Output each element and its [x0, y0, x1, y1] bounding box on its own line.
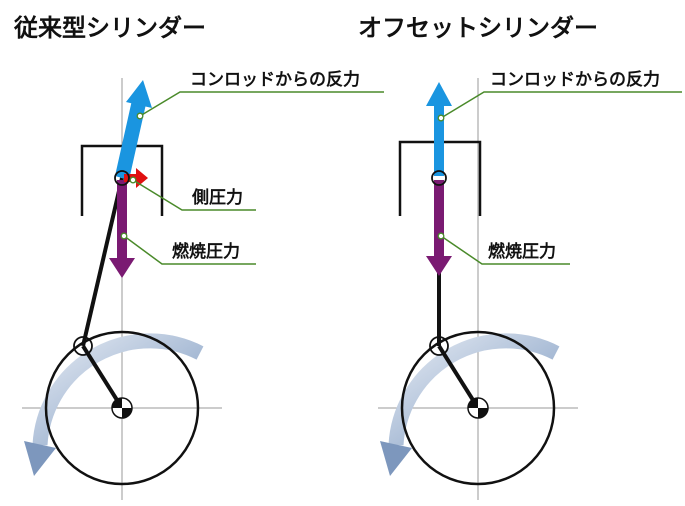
- offset-conrod-reaction-label: コンロッドからの反力: [490, 69, 660, 90]
- connecting-rod: [81, 177, 124, 347]
- conrod-reaction-arrow: [115, 80, 152, 180]
- offset-cylinder-panel: オフセットシリンダー: [358, 14, 682, 500]
- crank-pin: [73, 336, 93, 356]
- conventional-cylinder-panel: 従来型シリンダー: [13, 14, 384, 500]
- side-pressure-label: 側圧力: [191, 187, 243, 208]
- leader-lines: [123, 91, 384, 265]
- conventional-conrod-reaction-label: コンロッドからの反力: [190, 69, 360, 90]
- combustion-pressure-arrow: [109, 180, 135, 278]
- leader-lines: [440, 91, 682, 265]
- conventional-combustion-pressure-label: 燃焼圧力: [172, 241, 240, 262]
- piston-pin: [114, 170, 130, 186]
- crank-pin: [429, 336, 449, 356]
- crank-center-icon: [467, 397, 489, 419]
- crank-circle: [400, 330, 556, 486]
- crank-circle: [44, 330, 200, 486]
- combustion-pressure-arrow: [426, 180, 452, 276]
- conventional-title: 従来型シリンダー: [13, 14, 206, 42]
- conrod-reaction-arrow: [426, 82, 452, 176]
- crank-center-icon: [111, 397, 133, 419]
- offset-title: オフセットシリンダー: [358, 14, 598, 42]
- crank-arm: [81, 344, 124, 410]
- offset-combustion-pressure-label: 燃焼圧力: [488, 241, 556, 262]
- crank-arm: [437, 344, 480, 410]
- piston-pin: [431, 170, 447, 186]
